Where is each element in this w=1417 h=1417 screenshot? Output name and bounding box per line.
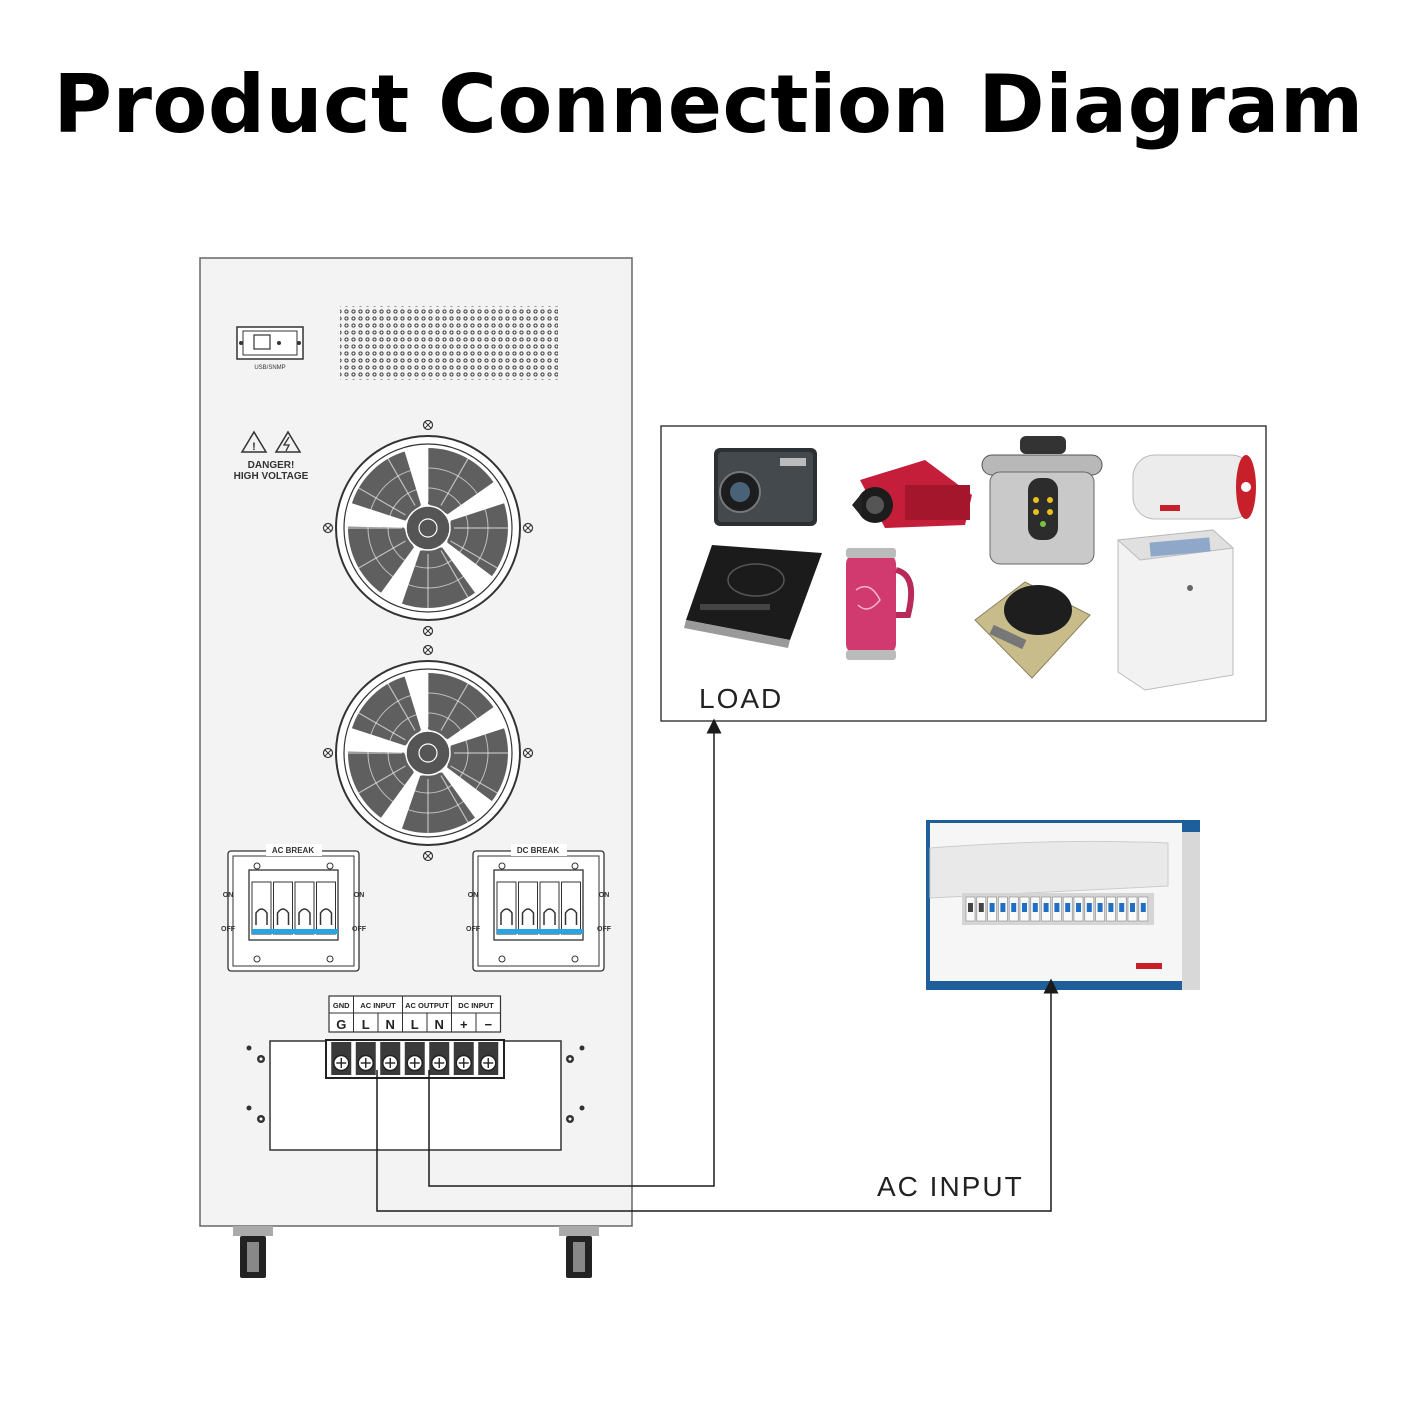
- screw-icon: [498, 862, 506, 870]
- screw-icon: [498, 955, 506, 963]
- kettle-icon: [846, 548, 914, 660]
- fan-hub: [405, 505, 451, 551]
- cooling-fans: [322, 419, 534, 862]
- breaker-accent: [252, 929, 338, 934]
- terminal-block: GND AC INPUT AC OUTPUT DC INPUT G L N L N + −: [246, 995, 585, 1151]
- fan-blade: [428, 448, 494, 515]
- terminal-group-label: AC INPUT: [360, 1001, 396, 1010]
- ac-input-wire: [376, 978, 1059, 1212]
- fan-blade: [447, 503, 508, 577]
- caster-right: [559, 1226, 599, 1278]
- terminal-group-label: GND: [333, 1001, 350, 1010]
- high-voltage-warning: ! DANGER! HIGH VOLTAGE: [234, 430, 309, 482]
- breaker-pole: [561, 881, 581, 935]
- fan-blade: [401, 772, 476, 834]
- caster-left: [233, 1226, 273, 1278]
- off-label: OFF: [221, 926, 236, 933]
- fan-blade: [428, 673, 494, 740]
- high-voltage-icon: [274, 430, 302, 453]
- breaker-pole: [294, 881, 315, 935]
- screw-icon: [571, 862, 579, 870]
- terminal-pin-label: G: [336, 1017, 346, 1032]
- terminal-pin-label: L: [362, 1017, 370, 1032]
- terminal-pin-label: N: [435, 1017, 444, 1032]
- breaker-pole: [539, 881, 560, 935]
- terminal-pin-label: +: [460, 1017, 468, 1032]
- load-box: LOAD: [660, 425, 1267, 722]
- on-label: ON: [599, 892, 610, 899]
- ac-input-label: AC INPUT: [877, 1171, 1024, 1202]
- page-title: Product Connection Diagram: [53, 58, 1364, 151]
- terminal-pin-label: −: [484, 1017, 492, 1032]
- load-label: LOAD: [699, 683, 783, 714]
- breaker-pole: [518, 881, 538, 935]
- terminal-group-label: DC INPUT: [458, 1001, 494, 1010]
- breaker-pole: [273, 881, 293, 935]
- breaker-pole: [496, 881, 517, 935]
- fan-hub: [405, 730, 451, 776]
- on-label: ON: [223, 892, 234, 899]
- fan-blade: [347, 526, 414, 593]
- dc-breaker-label: DC BREAK: [517, 846, 559, 855]
- screw-icon: [326, 955, 334, 963]
- fan-2: [322, 644, 534, 862]
- warning-line2: HIGH VOLTAGE: [234, 471, 309, 482]
- vent-grille: [340, 306, 558, 380]
- breaker-pole: [316, 881, 336, 935]
- fan-blade: [351, 451, 421, 521]
- fan-blade: [347, 751, 414, 818]
- camera-icon: [714, 448, 817, 526]
- warning-line1: DANGER!: [248, 460, 295, 471]
- fan-blade: [447, 728, 508, 802]
- breaker-accent: [497, 929, 583, 934]
- off-label: OFF: [597, 926, 612, 933]
- screw-icon: [326, 862, 334, 870]
- fan-blade: [351, 676, 421, 746]
- usb-snmp-port: USB/SNMP: [236, 326, 304, 371]
- off-label: OFF: [466, 926, 481, 933]
- usb-snmp-label: USB/SNMP: [254, 365, 285, 371]
- terminal-group-label: AC OUTPUT: [405, 1001, 449, 1010]
- breakers: AC BREAK ON OFF ON OFF DC BREAK ON OFF ON OFF: [221, 844, 612, 972]
- terminal-pin-label: L: [411, 1017, 419, 1032]
- ac-breaker: AC BREAK ON OFF ON OFF: [221, 844, 367, 972]
- terminal-pin-label: N: [386, 1017, 395, 1032]
- ups-cabinet: USB/SNMP ! DANGER! HIGH VOLTAGE AC BREAK…: [199, 257, 633, 1227]
- off-label: OFF: [352, 926, 367, 933]
- on-label: ON: [354, 892, 365, 899]
- rice-cooker-icon: [981, 436, 1103, 565]
- on-label: ON: [468, 892, 479, 899]
- breaker-pole: [251, 881, 272, 935]
- water-heater-icon: [1132, 454, 1256, 520]
- fan-blade: [401, 547, 476, 608]
- dc-breaker: DC BREAK ON OFF ON OFF: [466, 844, 612, 972]
- distribution-panel: [926, 820, 1200, 990]
- warning-icon: [240, 430, 268, 453]
- induction-cooker-icon: [684, 545, 822, 648]
- screw-icon: [253, 862, 261, 870]
- camcorder-icon: [852, 460, 972, 528]
- svg-text:!: !: [252, 441, 256, 453]
- ac-breaker-label: AC BREAK: [272, 846, 314, 855]
- fan-1: [322, 419, 534, 637]
- ac-output-wire: [428, 718, 722, 1187]
- hot-plate-icon: [974, 581, 1091, 679]
- screw-icon: [571, 955, 579, 963]
- screw-icon: [253, 955, 261, 963]
- washing-machine-icon: [1116, 529, 1235, 691]
- wires: AC INPUT: [376, 718, 1059, 1212]
